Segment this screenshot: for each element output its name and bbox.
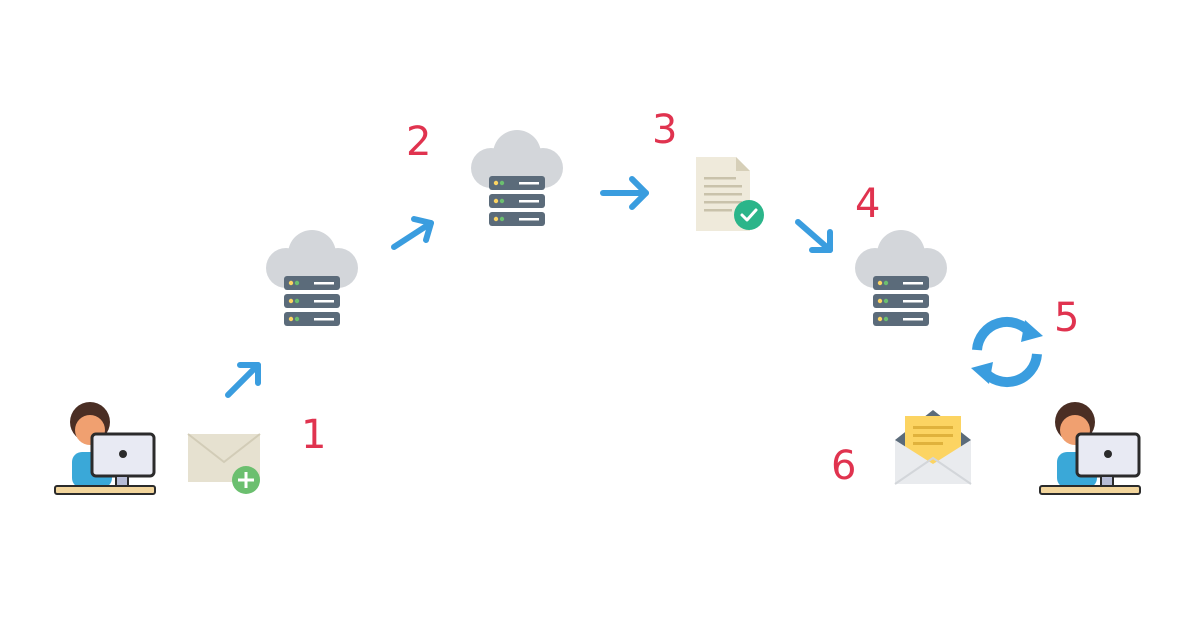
cloud-server-icon [471, 130, 563, 226]
sync-icon [971, 316, 1043, 388]
step-1-number: 1 [301, 412, 327, 458]
arrow-icon [795, 219, 833, 253]
open-envelope-icon [894, 410, 972, 485]
step-6-number: 6 [831, 443, 857, 489]
arrow-icon [391, 216, 434, 250]
step-5-number: 5 [1054, 295, 1080, 341]
verified-document-icon [696, 157, 764, 231]
step-2-number: 2 [406, 119, 432, 165]
arrow-icon [225, 362, 261, 398]
step-4-number: 4 [855, 181, 881, 227]
cloud-server-icon [266, 230, 358, 326]
sender-user-icon [54, 402, 156, 495]
step-3-number: 3 [652, 107, 678, 153]
arrow-icon [600, 176, 649, 210]
new-email-icon [187, 433, 261, 494]
cloud-server-icon [855, 230, 947, 326]
recipient-user-icon [1039, 402, 1141, 495]
